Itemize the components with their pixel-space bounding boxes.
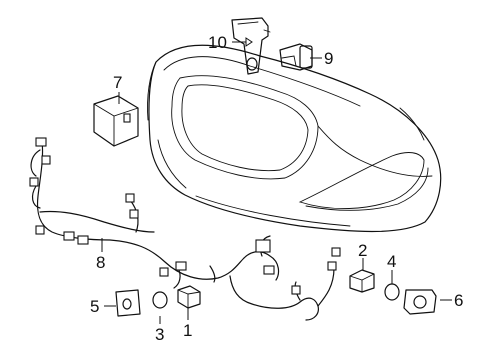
callout-8: 8: [96, 253, 105, 272]
callout-10: 10: [208, 33, 227, 52]
callout-3: 3: [155, 325, 164, 344]
bracket-part-10: [231, 17, 271, 75]
sensor-part-1: [177, 285, 201, 309]
ring-part-4: [384, 283, 400, 301]
sensor-part-2: [349, 269, 375, 293]
callout-2: 2: [358, 241, 367, 260]
ring-part-3: [152, 291, 168, 309]
callout-4: 4: [387, 252, 396, 271]
callout-9: 9: [324, 49, 333, 68]
control-module-part-7: [93, 95, 139, 147]
callout-7: 7: [113, 73, 122, 92]
bumper-cover: [147, 44, 442, 233]
callout-6: 6: [454, 291, 463, 310]
callout-1: 1: [183, 321, 192, 340]
callout-5: 5: [90, 297, 99, 316]
bezel-part-5: [115, 289, 141, 317]
bezel-part-6: [403, 289, 437, 315]
sensor-part-9: [279, 43, 313, 71]
wiring-harness-part-8: [29, 137, 341, 321]
